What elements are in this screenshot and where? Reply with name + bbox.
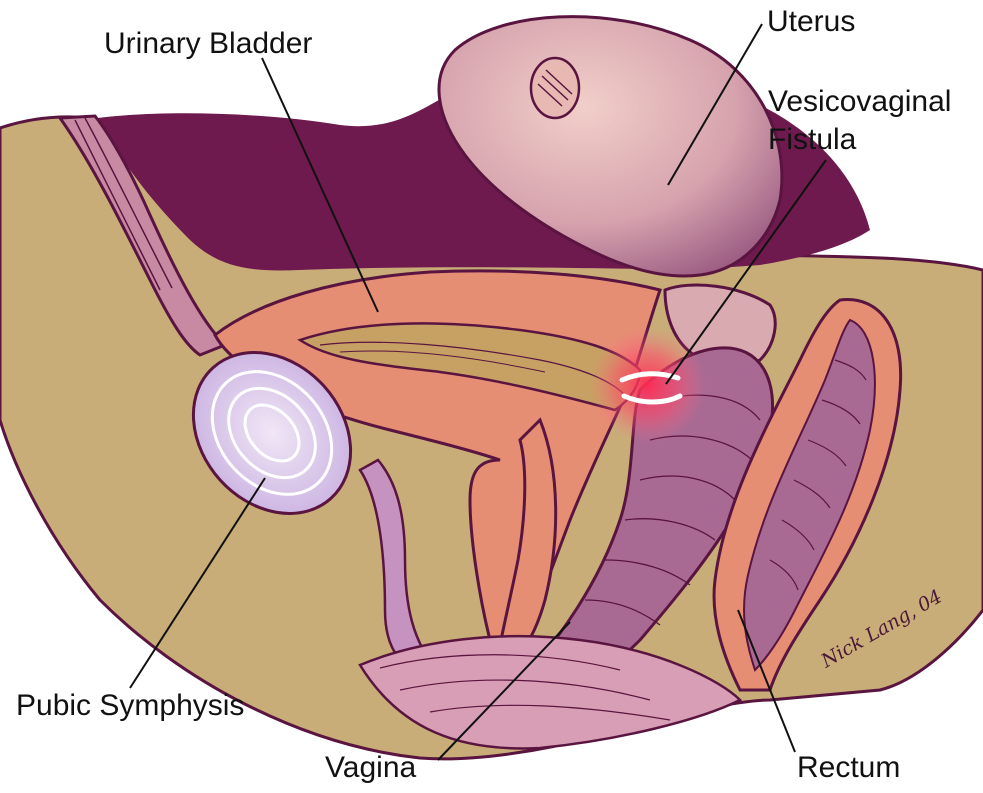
label-fistula-line2: Fistula (768, 123, 857, 156)
rectum-lumen (743, 318, 876, 672)
label-urinary-bladder: Urinary Bladder (104, 27, 313, 60)
label-rectum: Rectum (797, 751, 901, 784)
leader-rectum (737, 609, 796, 753)
leader-lines (129, 23, 827, 761)
label-fistula-line1: Vesicovaginal (768, 85, 952, 118)
uterus (437, 15, 784, 278)
fistula-glow (590, 327, 706, 443)
ovary-icon (529, 56, 581, 120)
leader-pubic-symphysis (129, 477, 266, 689)
leader-fistula (665, 159, 827, 385)
label-pubic-symphysis: Pubic Symphysis (16, 689, 245, 722)
label-vagina: Vagina (325, 751, 417, 784)
leader-urinary-bladder (261, 57, 379, 313)
pubic-symphysis (191, 351, 353, 515)
perineal-muscles (358, 634, 743, 750)
fistula-tract (619, 371, 683, 405)
leader-uterus (667, 23, 763, 186)
label-uterus: Uterus (767, 5, 856, 38)
leader-vagina (437, 621, 571, 761)
